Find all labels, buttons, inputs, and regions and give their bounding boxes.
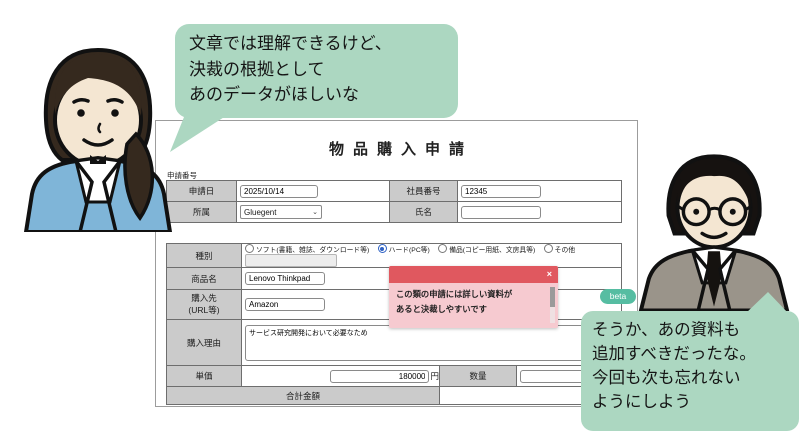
category-option-other[interactable]: その他 <box>543 244 576 254</box>
speech-bubble-left-tail <box>170 112 232 152</box>
popup-scrollbar[interactable] <box>550 287 555 323</box>
advice-popup-message: この類の申請には詳しい資料が あると決裁しやすいです <box>396 289 513 314</box>
speech-bubble-right: そうか、あの資料も 追加すべきだったな。 今回も次も忘れない ようにしよう <box>581 311 799 431</box>
advice-popup-header: × <box>389 266 558 283</box>
radio-icon[interactable] <box>543 244 553 253</box>
item-detail-table: 種別 ソフト(書籍、雑誌、ダウンロード等) ハード(PC等) 備品(コピー用紙、… <box>166 243 623 405</box>
category-option-soft[interactable]: ソフト(書籍、雑誌、ダウンロード等) <box>245 244 369 254</box>
table-row: 単価 円 数量 <box>166 365 623 387</box>
quantity-label: 数量 <box>439 365 517 387</box>
full-name-input[interactable] <box>461 205 541 219</box>
table-row: 申請日 社員番号 <box>166 180 622 202</box>
form-title: 物品購入申請 <box>328 141 473 158</box>
speech-bubble-right-tail <box>745 292 789 314</box>
radio-icon[interactable] <box>438 244 448 253</box>
product-name-input[interactable] <box>245 272 325 285</box>
category-option-label: その他 <box>554 247 576 254</box>
table-row: 所属 Gluegent ⌄ 氏名 <box>166 201 622 223</box>
close-icon[interactable]: × <box>546 269 552 279</box>
radio-icon[interactable] <box>245 244 254 253</box>
category-option-label: ハード(PC等) <box>388 247 430 254</box>
unit-price-label: 単価 <box>166 365 242 387</box>
application-date-input[interactable] <box>240 184 318 198</box>
application-number-label: 申請番号 <box>167 171 197 180</box>
purchase-reason-textarea[interactable]: サービス研究開発において必要なため <box>245 325 617 361</box>
category-option-supplies[interactable]: 備品(コピー用紙、文房具等) <box>438 244 535 254</box>
table-row: 合計金額 <box>166 386 623 405</box>
department-select[interactable]: Gluegent ⌄ <box>240 205 322 219</box>
unit-price-input[interactable] <box>330 369 430 383</box>
speech-bubble-left: 文章では理解できるけど、 決裁の根拠として あのデータがほしいな <box>175 24 458 118</box>
application-date-label: 申請日 <box>166 180 237 202</box>
vendor-input[interactable] <box>245 298 325 311</box>
radio-icon[interactable] <box>377 244 387 253</box>
table-row: 購入理由 サービス研究開発において必要なため <box>166 319 623 366</box>
beta-badge: beta <box>600 289 636 304</box>
male-manager-illustration <box>638 154 790 311</box>
product-name-label: 商品名 <box>166 267 242 290</box>
applicant-info-table: 申請日 社員番号 所属 Gluegent ⌄ 氏名 <box>166 180 622 223</box>
popup-scrollbar-thumb[interactable] <box>550 287 555 307</box>
advice-popup: × この類の申請には詳しい資料が あると決裁しやすいです <box>389 266 558 328</box>
category-option-label: ソフト(書籍、雑誌、ダウンロード等) <box>256 247 370 254</box>
chevron-down-icon: ⌄ <box>312 209 318 216</box>
category-option-hard[interactable]: ハード(PC等) <box>377 244 430 254</box>
purchase-reason-label: 購入理由 <box>166 319 242 366</box>
category-label: 種別 <box>166 243 242 268</box>
category-other-input[interactable] <box>245 254 337 267</box>
vendor-label: 購入先 (URL等) <box>166 289 242 320</box>
department-value: Gluegent <box>244 207 277 217</box>
employee-number-input[interactable] <box>461 184 541 198</box>
table-row: 種別 ソフト(書籍、雑誌、ダウンロード等) ハード(PC等) 備品(コピー用紙、… <box>166 243 623 268</box>
department-label: 所属 <box>166 201 237 223</box>
full-name-label: 氏名 <box>389 201 458 223</box>
category-option-label: 備品(コピー用紙、文房具等) <box>449 247 536 254</box>
total-amount-label: 合計金額 <box>166 386 440 405</box>
female-employee-illustration <box>23 47 173 232</box>
employee-number-label: 社員番号 <box>389 180 458 202</box>
unit-price-unit: 円 <box>430 370 439 381</box>
purchase-request-form: 物品購入申請 申請番号 申請日 社員番号 所属 Gluegent ⌄ 氏名 <box>155 120 638 407</box>
